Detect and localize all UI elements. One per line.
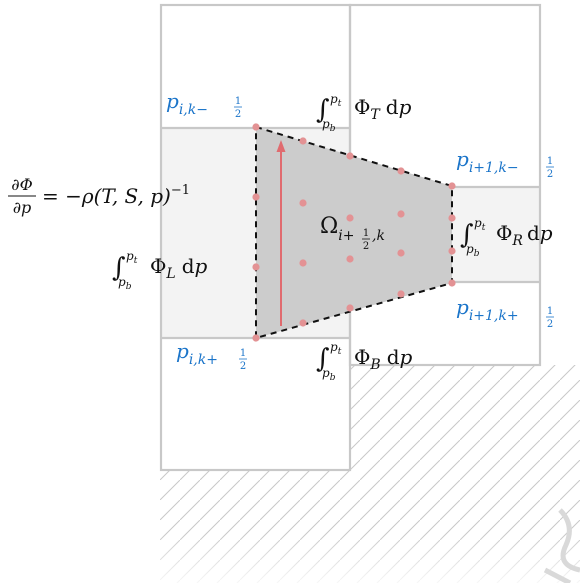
quad-point <box>252 334 260 342</box>
derivative-denominator: ∂p <box>13 198 32 217</box>
frac-num: 1 <box>363 228 369 239</box>
hydrostatic-equation: ∂Φ ∂p = −ρ(T, S, p)−1 <box>8 175 190 217</box>
upper-limit: pt <box>126 249 138 266</box>
omega-symbol: Ωi+ <box>320 214 354 244</box>
quad-point <box>252 263 260 271</box>
upper-limit: pt <box>330 340 342 357</box>
quad-point <box>346 255 354 263</box>
quad-point <box>448 182 456 190</box>
upper-limit: pt <box>330 92 342 109</box>
integral-sign: ∫ <box>460 220 474 250</box>
label-p-top-left: pi,k− <box>166 89 208 118</box>
frac-den: 2 <box>363 241 369 252</box>
integration-arrow-icon <box>276 140 286 326</box>
quad-point <box>397 249 405 257</box>
quad-point <box>299 259 307 267</box>
quad-point <box>346 214 354 222</box>
quad-point <box>397 290 405 298</box>
frac-den: 2 <box>240 361 246 372</box>
frac-den: 2 <box>547 319 553 330</box>
lower-limit: pb <box>322 117 336 134</box>
label-p-bottom-right: pi+1,k+ <box>456 295 519 324</box>
quad-point <box>299 137 307 145</box>
quad-point <box>397 210 405 218</box>
quad-point <box>346 152 354 160</box>
quad-point <box>252 193 260 201</box>
omega-sub-post: ,k <box>372 228 385 244</box>
frac-den: 2 <box>235 109 241 120</box>
quad-point <box>346 304 354 312</box>
quad-point <box>299 199 307 207</box>
label-p-bottom-left: pi,k+ <box>176 339 218 368</box>
integral-sign: ∫ <box>316 344 330 374</box>
lower-limit: pb <box>466 242 480 259</box>
equation-rhs: = −ρ(T, S, p)−1 <box>42 183 190 208</box>
quad-point <box>252 123 260 131</box>
upper-limit: pt <box>474 216 486 233</box>
control-volume-label: Ωi+ 1 2 ,k <box>320 214 385 252</box>
quad-point <box>448 279 456 287</box>
frac-num: 1 <box>547 306 553 317</box>
quadrature-points <box>252 123 456 342</box>
integral-sign: ∫ <box>112 253 126 283</box>
lower-limit: pb <box>322 366 336 383</box>
integral-sign: ∫ <box>316 95 330 125</box>
frac-den: 2 <box>547 169 553 180</box>
watermark <box>543 508 580 583</box>
quad-point <box>299 319 307 327</box>
derivative-numerator: ∂Φ <box>11 175 32 194</box>
frac-num: 1 <box>235 96 241 107</box>
hatch-fade <box>160 470 580 583</box>
quad-point <box>397 167 405 175</box>
quad-point <box>448 214 456 222</box>
label-p-top-right: pi+1,k− <box>456 147 519 176</box>
quad-point <box>448 247 456 255</box>
frac-num: 1 <box>240 348 246 359</box>
lower-limit: pb <box>118 275 132 292</box>
frac-num: 1 <box>547 156 553 167</box>
